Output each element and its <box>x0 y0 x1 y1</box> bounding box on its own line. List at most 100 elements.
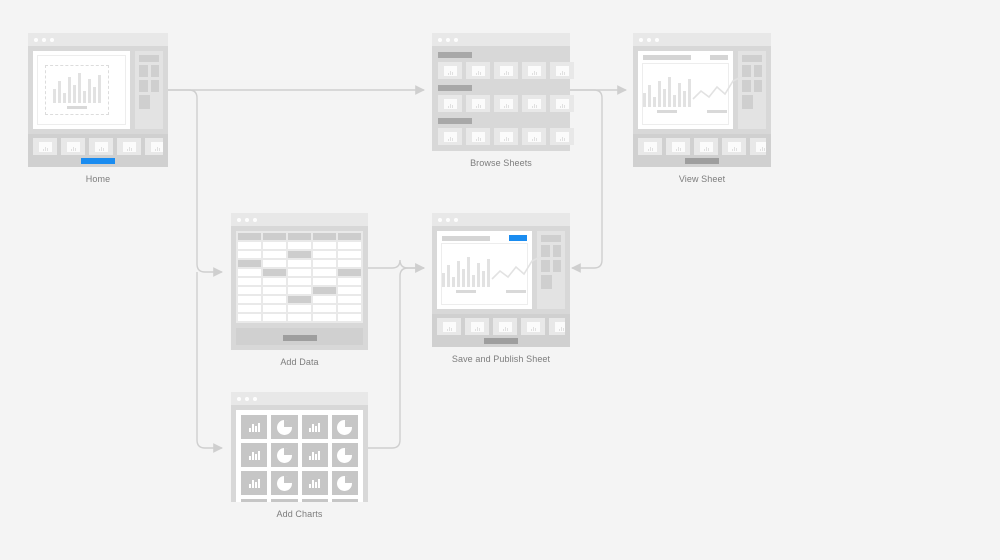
cell[interactable] <box>313 260 336 267</box>
cell[interactable] <box>238 242 261 249</box>
side-panel-cell[interactable] <box>552 245 561 257</box>
side-panel-cell[interactable] <box>753 80 762 92</box>
save-publish-canvas[interactable] <box>437 231 541 309</box>
chart-type-gallery[interactable] <box>236 410 363 502</box>
sheet-thumbnail[interactable] <box>438 95 462 112</box>
cell[interactable] <box>288 260 311 267</box>
sheet-thumbnail[interactable] <box>466 128 490 145</box>
cell[interactable] <box>263 287 286 294</box>
cell[interactable] <box>338 260 361 267</box>
home-canvas[interactable] <box>33 51 130 129</box>
chart-type-bar[interactable] <box>301 443 328 467</box>
chart-type-bar[interactable] <box>301 415 328 439</box>
cell[interactable] <box>313 305 336 312</box>
cell[interactable] <box>238 314 261 321</box>
sheet-thumbnail[interactable] <box>437 318 461 335</box>
cell[interactable] <box>263 242 286 249</box>
cell[interactable] <box>338 251 361 258</box>
cell[interactable] <box>238 305 261 312</box>
cell-filled[interactable] <box>263 269 286 276</box>
cell-filled[interactable] <box>238 260 261 267</box>
sheet-thumbnail[interactable] <box>550 62 574 79</box>
view-sheet-side-panel[interactable] <box>738 51 766 129</box>
sheet-thumbnail[interactable] <box>521 318 545 335</box>
side-panel-cell[interactable] <box>742 65 751 77</box>
spreadsheet-grid[interactable] <box>236 231 363 323</box>
cell[interactable] <box>263 251 286 258</box>
sheet-thumbnail[interactable] <box>493 318 517 335</box>
cell[interactable] <box>338 242 361 249</box>
side-panel-cell[interactable] <box>742 95 753 109</box>
sheet-thumbnail[interactable] <box>694 138 718 155</box>
chart-type-pie[interactable] <box>331 471 358 495</box>
chart-type-pie[interactable] <box>331 415 358 439</box>
cell[interactable] <box>313 314 336 321</box>
cell[interactable] <box>338 278 361 285</box>
cell[interactable] <box>313 269 336 276</box>
cell[interactable] <box>263 296 286 303</box>
side-panel-cell[interactable] <box>139 65 148 77</box>
sheet-thumbnail[interactable] <box>549 318 565 335</box>
sheet-thumbnail[interactable] <box>494 95 518 112</box>
column-header[interactable] <box>313 233 336 240</box>
cell[interactable] <box>313 251 336 258</box>
side-panel-cell[interactable] <box>552 260 561 272</box>
cell-filled[interactable] <box>338 269 361 276</box>
cell[interactable] <box>338 305 361 312</box>
save-publish-side-panel[interactable] <box>537 231 565 309</box>
bar-chart-block[interactable] <box>442 255 490 293</box>
chart-placeholder-dashed[interactable] <box>45 65 109 115</box>
node-view-sheet[interactable]: View Sheet <box>633 33 771 184</box>
sheet-thumbnail[interactable] <box>750 138 766 155</box>
cell-filled[interactable] <box>288 296 311 303</box>
sheet-thumbnail[interactable] <box>465 318 489 335</box>
cell[interactable] <box>238 278 261 285</box>
home-side-panel[interactable] <box>135 51 163 129</box>
side-panel-cell[interactable] <box>139 95 150 109</box>
cell[interactable] <box>288 242 311 249</box>
sheet-thumbnail[interactable] <box>522 62 546 79</box>
sheet-thumbnail[interactable] <box>666 138 690 155</box>
sheet-thumbnail[interactable] <box>638 138 662 155</box>
publish-button[interactable] <box>509 235 527 241</box>
cell[interactable] <box>238 296 261 303</box>
line-chart-block[interactable] <box>490 255 542 293</box>
column-header[interactable] <box>263 233 286 240</box>
sheet-thumbnail[interactable] <box>89 138 113 155</box>
cell[interactable] <box>288 287 311 294</box>
sheet-thumbnail[interactable] <box>550 95 574 112</box>
side-panel-cell[interactable] <box>742 80 751 92</box>
cell[interactable] <box>238 287 261 294</box>
node-browse-sheets[interactable]: Browse Sheets <box>432 33 574 168</box>
cell[interactable] <box>338 314 361 321</box>
thumbnail-strip[interactable] <box>437 318 565 335</box>
cell[interactable] <box>238 269 261 276</box>
sheet-thumbnail[interactable] <box>522 95 546 112</box>
cell[interactable] <box>338 296 361 303</box>
cell[interactable] <box>238 251 261 258</box>
node-home[interactable]: Home <box>28 33 168 184</box>
node-add-data[interactable]: Add Data <box>231 213 368 367</box>
sheet-thumbnail[interactable] <box>33 138 57 155</box>
cell[interactable] <box>288 314 311 321</box>
side-panel-cell[interactable] <box>541 245 550 257</box>
sheet-thumbnail[interactable] <box>466 62 490 79</box>
sheet-thumbnail[interactable] <box>722 138 746 155</box>
side-panel-cell[interactable] <box>139 80 148 92</box>
cell[interactable] <box>288 305 311 312</box>
sheet-thumbnail[interactable] <box>522 128 546 145</box>
column-header[interactable] <box>288 233 311 240</box>
node-add-charts[interactable]: Add Charts <box>231 392 368 519</box>
sheet-thumbnail[interactable] <box>550 128 574 145</box>
sheet-thumbnail[interactable] <box>117 138 141 155</box>
cell[interactable] <box>263 314 286 321</box>
sheet-thumbnail[interactable] <box>466 95 490 112</box>
chart-type-bar[interactable] <box>241 443 268 467</box>
bar-chart-block[interactable] <box>643 75 691 113</box>
chart-type-bar[interactable] <box>241 499 268 502</box>
chart-type-bar[interactable] <box>301 471 328 495</box>
column-header[interactable] <box>238 233 261 240</box>
sheet-thumbnail[interactable] <box>61 138 85 155</box>
side-panel-cell[interactable] <box>541 275 552 289</box>
cell-filled[interactable] <box>288 251 311 258</box>
